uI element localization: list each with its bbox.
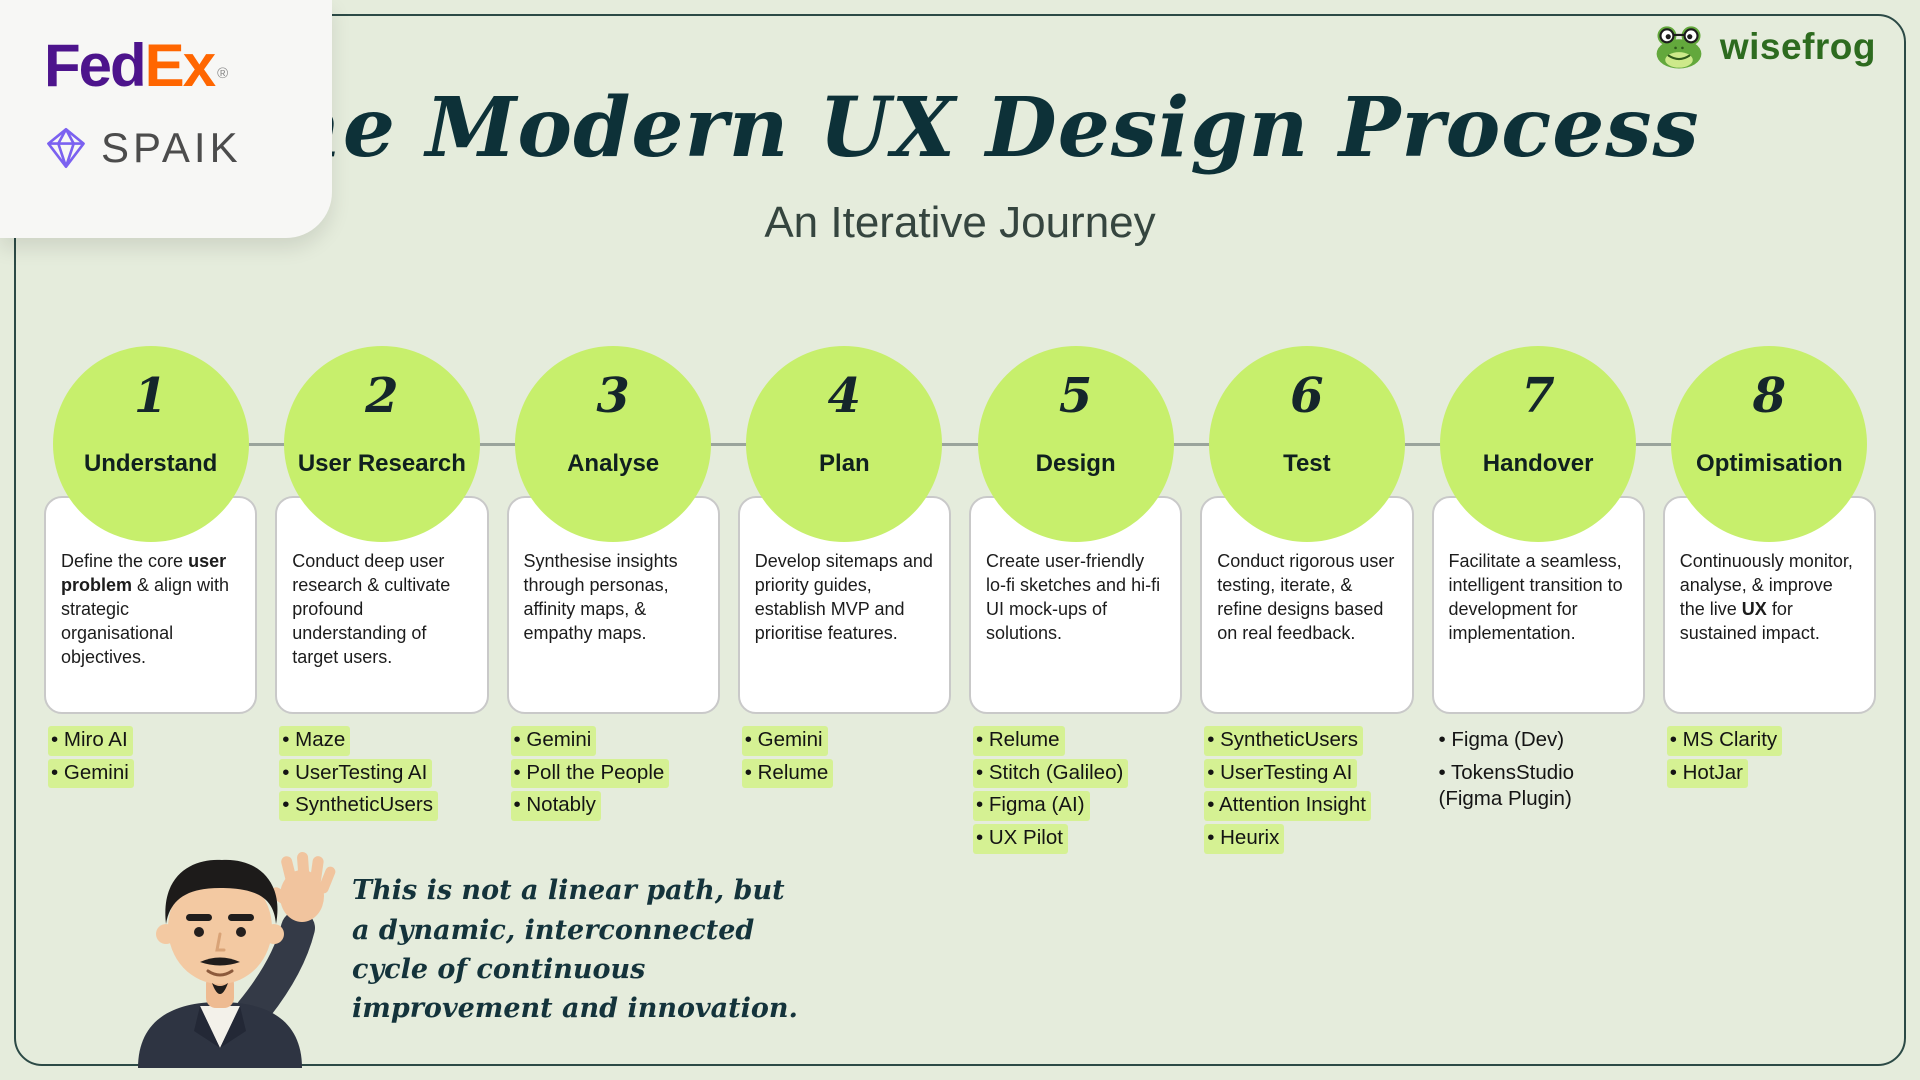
tool-item: • Gemini [741,726,828,756]
step-title: Test [1283,450,1331,477]
step-number: 2 [365,368,399,424]
presenter-avatar [138,851,336,1068]
process-step: 8 Optimisation Continuously monitor, ana… [1662,346,1876,854]
step-tools: • Gemini• Relume [738,726,951,789]
tool-item: • Figma (Dev) [1438,728,1565,751]
footer-note: This is not a linear path, but a dynamic… [352,875,798,1024]
step-description-card: Define the core user problem & align wit… [44,496,258,714]
step-title: Analyse [567,450,660,477]
step-description-card: Conduct rigorous user testing, iterate, … [1200,496,1414,714]
spaik-diamond-icon [47,127,85,169]
tool-item: • MS Clarity [1666,726,1783,756]
tool-item: • Figma (AI) [973,791,1090,821]
step-circle: 8 Optimisation [1671,346,1868,542]
registered-trademark-symbol: ® [217,65,229,82]
step-circle: 1 Understand [52,346,249,542]
fedex-logo-fed: Fed [44,32,147,99]
process-step: 3 Analyse Synthesise insights through pe… [506,346,845,854]
page-subtitle: An Iterative Journey [764,198,1156,247]
tool-item: • Poll the People [510,758,670,789]
tool-item: • Maze [279,726,351,756]
step-tools: • SyntheticUsers• UserTesting AI• Attent… [1200,726,1413,854]
tool-item: • UserTesting AI [1204,758,1358,789]
spaik-logo: SPAIK [44,124,332,172]
tool-item: • TokensStudio (Figma Plugin) [1438,760,1575,811]
step-circle: 5 Design [977,346,1174,542]
tool-item: • Miro AI [48,726,133,756]
step-tools: • Figma (Dev) • TokensStudio (Figma Plugi… [1432,726,1645,815]
tool-item: • Relume [741,758,834,789]
step-number: 3 [596,368,630,424]
step-circle: 7 Handover [1440,346,1637,542]
tool-item: • UserTesting AI [279,758,433,789]
tool-item: • Gemini [48,758,134,789]
tool-item: • UX Pilot [973,823,1068,854]
step-number: 8 [1752,368,1787,424]
step-number: 6 [1290,368,1324,424]
step-number: 5 [1058,368,1093,424]
tool-item: • Stitch (Galileo) [973,758,1129,789]
step-number: 7 [1521,368,1555,424]
tool-item: • Relume [973,726,1065,756]
fedex-logo: FedEx® [44,36,332,96]
wisefrog-logo: wisefrog [1648,24,1876,70]
tool-item: • SyntheticUsers [1204,726,1363,756]
step-circle: 3 Analyse [515,346,712,542]
step-description: Define the core user problem & align wit… [61,551,230,667]
step-title: Design [1035,450,1116,477]
process-step: 5 Design Create user-friendly lo-fi sket… [969,346,1308,854]
tool-item: • HotJar [1666,758,1749,789]
process-step: 4 Plan Develop sitemaps and priority gui… [737,346,1077,854]
tool-item: • Notably [510,791,601,821]
process-step: 6 Test Conduct rigorous user testing, it… [1200,346,1539,854]
process-steps: 1 Understand Define the core user proble… [0,346,1920,854]
tool-item: • Gemini [510,726,597,756]
step-description-card: Continuously monitor, analyse, & improve… [1662,496,1876,714]
step-description: Conduct deep user research & cultivate p… [292,551,451,667]
tool-item: • SyntheticUsers [279,791,438,821]
tool-item: • Attention Insight [1204,791,1372,821]
step-description: Continuously monitor, analyse, & improve… [1679,551,1853,643]
step-circle: 4 Plan [746,346,943,542]
header: The Modern UX Design Process An Iterativ… [0,0,1920,248]
step-description: Create user-friendly lo-fi sketches and … [986,551,1161,643]
step-number: 4 [827,368,862,424]
step-tools: • Miro AI• Gemini [44,726,257,789]
tool-item: • Heurix [1204,823,1285,854]
border-frame [14,14,1906,1066]
step-circle: 2 User Research [283,346,480,542]
logo-card: FedEx® SPAIK [0,0,332,238]
step-tools: • Relume• Stitch (Galileo)• Figma (AI)• … [969,726,1182,854]
step-title: Plan [819,450,870,477]
fedex-logo-ex: Ex [144,32,216,99]
step-description: Facilitate a seamless, intelligent trans… [1448,551,1623,643]
step-tools: • MS Clarity• HotJar [1663,726,1876,789]
step-description-card: Create user-friendly lo-fi sketches and … [969,496,1183,714]
waving-hand-icon [270,851,336,922]
process-step: 1 Understand Define the core user proble… [44,346,383,854]
step-title: Understand [83,450,218,477]
step-description: Develop sitemaps and priority guides, es… [754,551,933,643]
process-step: 2 User Research Conduct deep user resear… [275,346,614,854]
step-tools: • Maze• UserTesting AI• SyntheticUsers [275,726,488,821]
step-circle: 6 Test [1208,346,1405,542]
page-title: The Modern UX Design Process [220,80,1700,176]
step-description: Synthesise insights through personas, af… [523,551,678,643]
frog-icon [1656,26,1702,69]
step-description-card: Facilitate a seamless, intelligent trans… [1431,496,1645,714]
step-description: Conduct rigorous user testing, iterate, … [1217,551,1395,643]
wisefrog-logo-text: wisefrog [1719,26,1876,67]
step-tools: • Gemini• Poll the People• Notably [507,726,720,821]
step-title: Handover [1482,450,1594,477]
process-step: 7 Handover Facilitate a seamless, intell… [1431,346,1770,854]
spaik-logo-text: SPAIK [101,124,242,171]
step-title: User Research [297,450,466,477]
step-number: 1 [133,368,168,424]
step-title: Optimisation [1696,450,1843,477]
